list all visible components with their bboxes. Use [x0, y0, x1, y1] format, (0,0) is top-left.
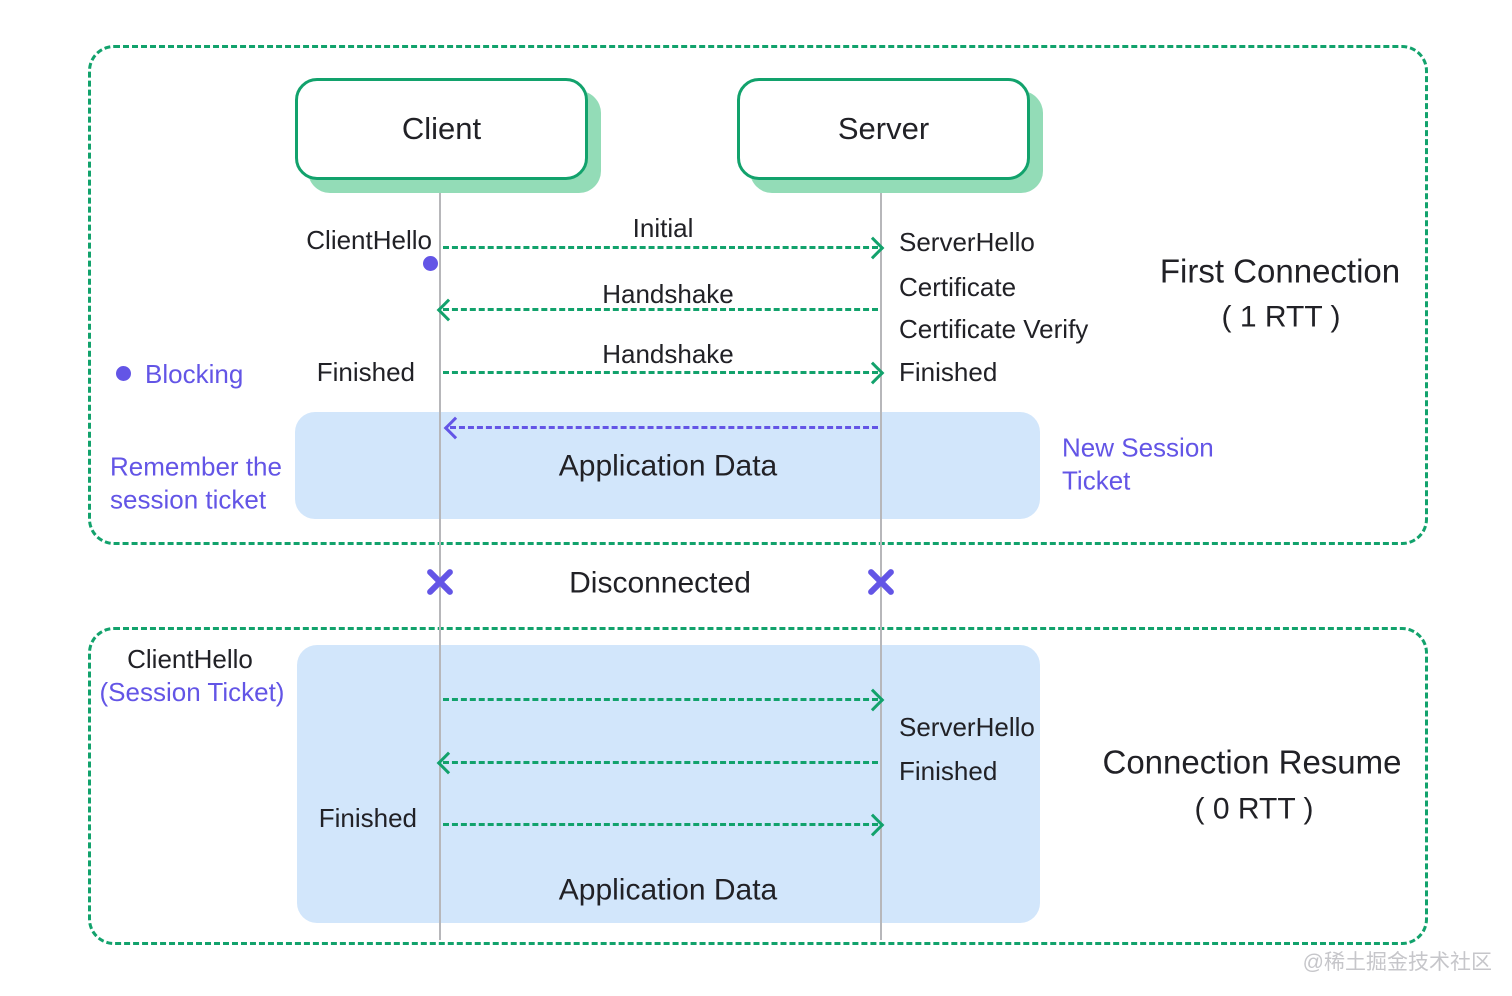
server-lifeline — [880, 180, 882, 940]
first-connection-section-frame — [88, 45, 1428, 545]
resume-clienthello-label: ClientHello — [127, 643, 253, 674]
handshake-label-1: Handshake — [602, 278, 734, 309]
application-data-block-resume — [297, 645, 1040, 923]
application-data-label-resume: Application Data — [558, 873, 778, 907]
connection-resume-rtt: ( 0 RTT ) — [1194, 792, 1314, 826]
clienthello-label: ClientHello — [306, 224, 432, 255]
server-actor-box: Server — [737, 78, 1030, 180]
resume-client-finished-label: Finished — [318, 802, 417, 833]
arrow-appdata-to-client — [443, 416, 878, 440]
resume-server-finished-label: Finished — [899, 755, 998, 786]
disconnect-x-client-icon — [424, 566, 456, 598]
server-actor-label: Server — [837, 111, 930, 146]
arrow-handshake-to-client — [436, 298, 878, 322]
connection-resume-title: Connection Resume — [1102, 743, 1402, 781]
certificate-verify-label: Certificate Verify — [899, 313, 1089, 344]
arrow-finished-to-server — [443, 361, 885, 385]
resume-serverhello-label: ServerHello — [899, 711, 1035, 742]
serverhello-label: ServerHello — [899, 226, 1035, 257]
new-session-ticket-note: New Session Ticket — [1062, 432, 1214, 496]
client-actor-label: Client — [401, 111, 482, 146]
blocking-dot-icon — [423, 256, 438, 271]
client-lifeline — [439, 180, 441, 940]
connection-resume-section-frame — [88, 627, 1428, 945]
first-connection-rtt: ( 1 RTT ) — [1221, 300, 1341, 334]
application-data-label-first: Application Data — [558, 449, 778, 483]
disconnect-x-server-icon — [865, 566, 897, 598]
watermark: @稀土掘金技术社区 — [1302, 951, 1492, 974]
arrow-resume-finished — [443, 813, 885, 837]
client-finished-label: Finished — [316, 356, 415, 387]
arrow-resume-serverhello — [436, 751, 878, 775]
client-actor-box: Client — [295, 78, 588, 180]
handshake-label-2: Handshake — [602, 338, 734, 369]
session-ticket-label: (Session Ticket) — [99, 676, 285, 707]
legend-blocking-label: Blocking — [145, 358, 244, 389]
initial-label: Initial — [632, 212, 694, 243]
server-finished-label: Finished — [899, 356, 998, 387]
disconnected-label: Disconnected — [569, 566, 751, 600]
first-connection-title: First Connection — [1159, 252, 1401, 290]
certificate-label: Certificate — [899, 271, 1017, 302]
arrow-clienthello-to-server — [443, 236, 885, 260]
remember-session-ticket-note: Remember the session ticket — [110, 451, 282, 515]
legend-blocking-dot-icon — [116, 366, 131, 381]
application-data-block-first — [295, 412, 1040, 519]
arrow-resume-clienthello — [443, 688, 885, 712]
